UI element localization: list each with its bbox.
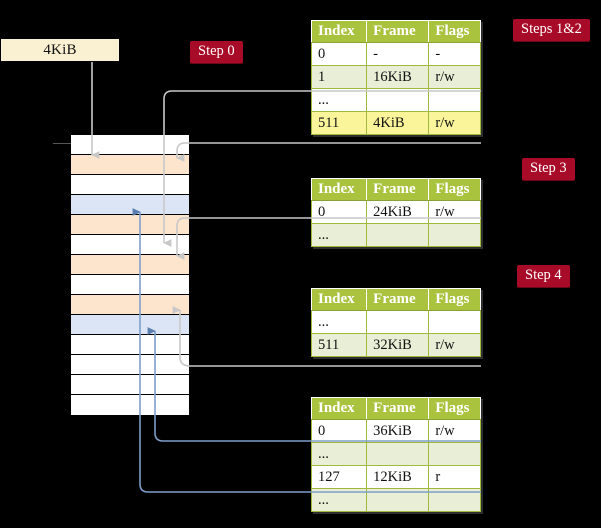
cell-flags: r/w	[428, 65, 481, 89]
memory-row	[53, 143, 189, 235]
table-row: ...	[310, 442, 481, 466]
cell-flags	[428, 442, 481, 466]
table-header-row: Index Frame Flags	[310, 397, 481, 420]
column-header-flags: Flags	[428, 178, 481, 201]
cell-index: ...	[310, 310, 368, 334]
table-row: 511 4KiB r/w	[310, 111, 481, 135]
column-header-index: Index	[310, 397, 368, 420]
cell-index: 511	[310, 333, 368, 357]
table-row: ...	[310, 88, 481, 112]
table-row: 0 - -	[310, 42, 481, 66]
badge-steps-1-and-2: Steps 1&2	[513, 19, 590, 41]
column-header-frame: Frame	[366, 288, 430, 311]
badge-step-4: Step 4	[517, 265, 570, 287]
memory-row	[71, 235, 189, 255]
cell-frame: 24KiB	[366, 200, 430, 224]
level2-page-table: Index Frame Flags ... 511 32KiB r/w	[310, 288, 481, 357]
level4-page-table: Index Frame Flags 0 - - 1 16KiB r/w ... …	[310, 20, 481, 135]
table-row: 511 32KiB r/w	[310, 333, 481, 357]
cell-frame	[366, 442, 430, 466]
table-row: 1 16KiB r/w	[310, 65, 481, 89]
memory-row	[53, 143, 189, 275]
cell-index: 0	[310, 419, 368, 443]
cell-frame	[366, 310, 430, 334]
cell-flags: r/w	[428, 111, 481, 135]
cell-flags	[428, 223, 481, 247]
memory-row	[71, 195, 189, 215]
column-header-flags: Flags	[428, 397, 481, 420]
cell-frame: 36KiB	[366, 419, 430, 443]
memory-row	[71, 315, 189, 335]
cell-flags: -	[428, 42, 481, 66]
cell-index: 0	[310, 200, 368, 224]
cell-flags: r/w	[428, 333, 481, 357]
cell-frame	[366, 88, 430, 112]
cell-flags	[428, 88, 481, 112]
memory-row	[71, 335, 189, 355]
wire-level4-row511-to-memory	[176, 142, 481, 162]
cell-frame: 12KiB	[366, 465, 430, 489]
memory-row	[71, 355, 189, 375]
table-row: ...	[310, 223, 481, 247]
cell-index: 511	[310, 111, 368, 135]
table-header-row: Index Frame Flags	[310, 288, 481, 311]
cell-index: 1	[310, 65, 368, 89]
table-row: 0 36KiB r/w	[310, 419, 481, 443]
column-header-frame: Frame	[366, 397, 430, 420]
column-header-index: Index	[310, 20, 368, 43]
cell-index: ...	[310, 442, 368, 466]
cell-index: 127	[310, 465, 368, 489]
badge-step-3: Step 3	[522, 158, 575, 180]
memory-row	[71, 375, 189, 395]
cell-frame	[366, 223, 430, 247]
table-row: 0 24KiB r/w	[310, 200, 481, 224]
cell-flags: r/w	[428, 419, 481, 443]
table-row: ...	[310, 488, 481, 512]
cell-flags: r/w	[428, 200, 481, 224]
memory-row	[53, 135, 189, 155]
memory-row	[71, 275, 189, 295]
cell-frame: -	[366, 42, 430, 66]
cell-index: ...	[310, 488, 368, 512]
cell-flags: r	[428, 465, 481, 489]
memory-row	[71, 395, 189, 415]
column-header-frame: Frame	[366, 20, 430, 43]
level1-page-table: Index Frame Flags 0 36KiB r/w ... 127 12…	[310, 397, 481, 512]
table-header-row: Index Frame Flags	[310, 20, 481, 43]
badge-step-0: Step 0	[190, 41, 243, 63]
column-header-flags: Flags	[428, 288, 481, 311]
column-header-index: Index	[310, 288, 368, 311]
cell-index: ...	[310, 88, 368, 112]
frame-4kib-label: 4KiB	[43, 41, 77, 58]
cell-frame	[366, 488, 430, 512]
memory-row	[71, 175, 189, 195]
column-header-index: Index	[310, 178, 368, 201]
cell-frame: 32KiB	[366, 333, 430, 357]
table-row: ...	[310, 310, 481, 334]
cell-index: ...	[310, 223, 368, 247]
physical-memory-column	[53, 134, 190, 415]
frame-4kib-box: 4KiB	[0, 38, 120, 62]
column-header-flags: Flags	[428, 20, 481, 43]
memory-row	[53, 143, 189, 175]
memory-row	[53, 143, 189, 315]
cell-flags	[428, 310, 481, 334]
column-header-frame: Frame	[366, 178, 430, 201]
table-row: 127 12KiB r	[310, 465, 481, 489]
cell-index: 0	[310, 42, 368, 66]
cell-flags	[428, 488, 481, 512]
table-header-row: Index Frame Flags	[310, 178, 481, 201]
level3-page-table: Index Frame Flags 0 24KiB r/w ...	[310, 178, 481, 247]
cell-frame: 4KiB	[366, 111, 430, 135]
cell-frame: 16KiB	[366, 65, 430, 89]
